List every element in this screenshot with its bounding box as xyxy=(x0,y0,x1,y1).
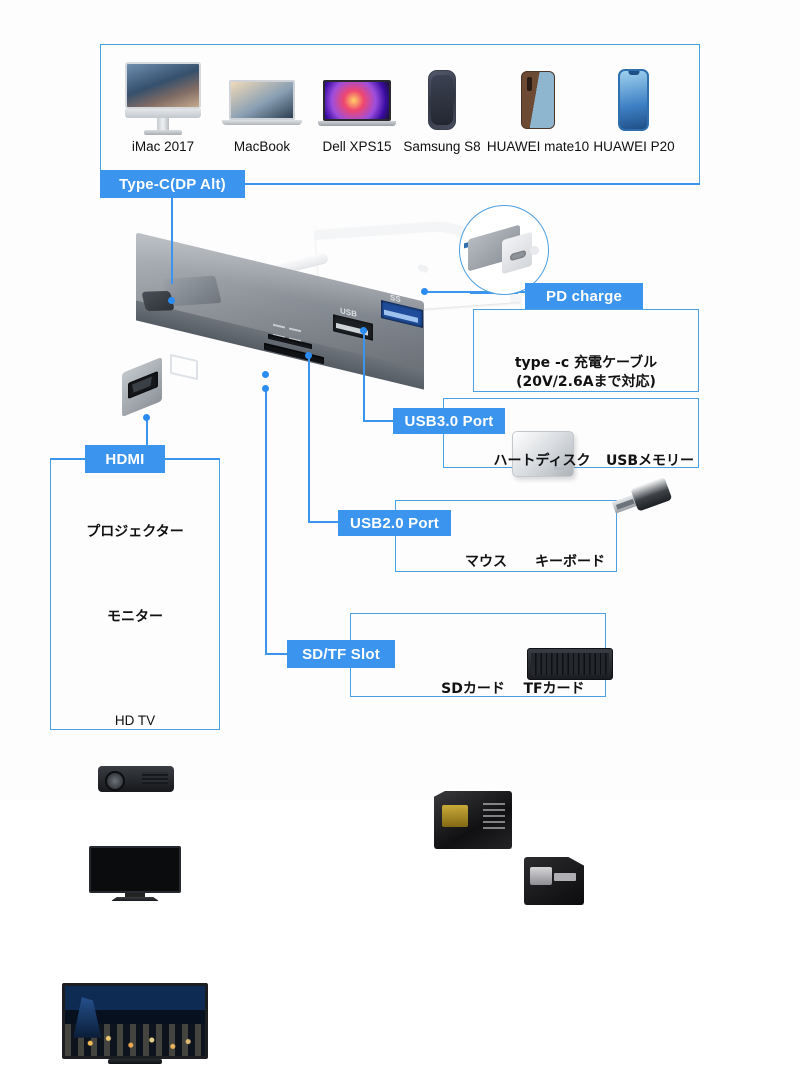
anchor-usb2 xyxy=(305,352,312,359)
pd-title-line1: type -c 充電ケーブル xyxy=(514,355,658,371)
projector-icon xyxy=(98,766,174,792)
keyboard-icon xyxy=(527,648,613,680)
sdtf-label-0: SDカード xyxy=(441,681,505,697)
hdmi-label-2: HD TV xyxy=(114,713,156,728)
leader-typec-right xyxy=(245,183,700,185)
compat-label-3: Samsung S8 xyxy=(403,139,481,154)
usb3-label-1: USBメモリー xyxy=(605,453,695,469)
hdmi-label-1: モニター xyxy=(107,609,163,625)
tag-pd-charge[interactable]: PD charge xyxy=(525,283,643,309)
anchor-usb3 xyxy=(360,327,367,334)
leader-hdmi-v xyxy=(146,418,148,445)
pd-port-magnifier-inset xyxy=(459,205,549,295)
smartphone-icon-samsung xyxy=(428,70,456,130)
pd-charge-panel xyxy=(473,309,699,392)
compat-label-2: Dell XPS15 xyxy=(322,139,392,154)
leader-typec-down xyxy=(171,198,173,284)
imac-icon xyxy=(125,62,201,135)
tag-usb3[interactable]: USB3.0 Port xyxy=(393,408,505,434)
hard-disk-icon xyxy=(512,431,574,477)
usb-c-cable-icon xyxy=(527,325,647,351)
anchor-sdtf-1 xyxy=(262,371,269,378)
compat-label-1: MacBook xyxy=(233,139,291,154)
usb2-label-1: キーボード xyxy=(535,554,605,570)
anchor-hdmi xyxy=(143,414,150,421)
sdtf-label-1: TFカード xyxy=(523,681,585,697)
leader-usb2-v xyxy=(308,356,310,523)
usb2-panel xyxy=(395,500,617,572)
tv-icon xyxy=(62,983,208,1069)
monitor-icon xyxy=(89,846,181,902)
compat-label-5: HUAWEI P20 xyxy=(593,139,675,154)
leader-sdtf-v xyxy=(265,389,267,654)
anchor-sdtf-2 xyxy=(262,385,269,392)
pd-title-line2: (20V/2.6Aまで対応) xyxy=(516,374,656,390)
microsd-card-icon xyxy=(524,857,584,905)
macbook-icon xyxy=(222,80,302,128)
laptop-icon xyxy=(318,80,396,128)
tag-type-c[interactable]: Type-C(DP Alt) xyxy=(100,170,245,198)
compat-label-4: HUAWEI mate10 xyxy=(486,139,590,154)
compat-label-0: iMac 2017 xyxy=(131,139,195,154)
hdmi-panel xyxy=(50,458,220,730)
leader-sdtf-h xyxy=(265,653,289,655)
tag-sd-tf[interactable]: SD/TF Slot xyxy=(287,640,395,668)
leader-usb3-v xyxy=(363,331,365,421)
leader-hdmi-left xyxy=(50,458,110,460)
hdmi-label-0: プロジェクター xyxy=(86,524,184,540)
anchor-typec xyxy=(168,297,175,304)
anchor-pd xyxy=(421,288,428,295)
hdmi-symbol-icon xyxy=(170,353,198,381)
tag-usb2[interactable]: USB2.0 Port xyxy=(338,510,451,536)
leader-hdmi-top xyxy=(165,458,220,460)
tag-hdmi[interactable]: HDMI xyxy=(85,445,165,473)
usb2-label-0: マウス xyxy=(465,554,507,570)
usb-flash-drive-icon xyxy=(610,476,673,519)
infographic-canvas: iMac 2017 MacBook Dell XPS15 Samsung S8 … xyxy=(0,0,800,800)
smartphone-icon-p20 xyxy=(618,69,649,131)
mouse-icon xyxy=(462,608,512,648)
leader-usb2-h xyxy=(308,521,340,523)
usb3-label-0: ハートディスク xyxy=(493,453,591,469)
leader-pd-h xyxy=(425,291,525,293)
leader-usb3-h xyxy=(363,420,397,422)
smartphone-icon-mate10 xyxy=(521,71,555,129)
